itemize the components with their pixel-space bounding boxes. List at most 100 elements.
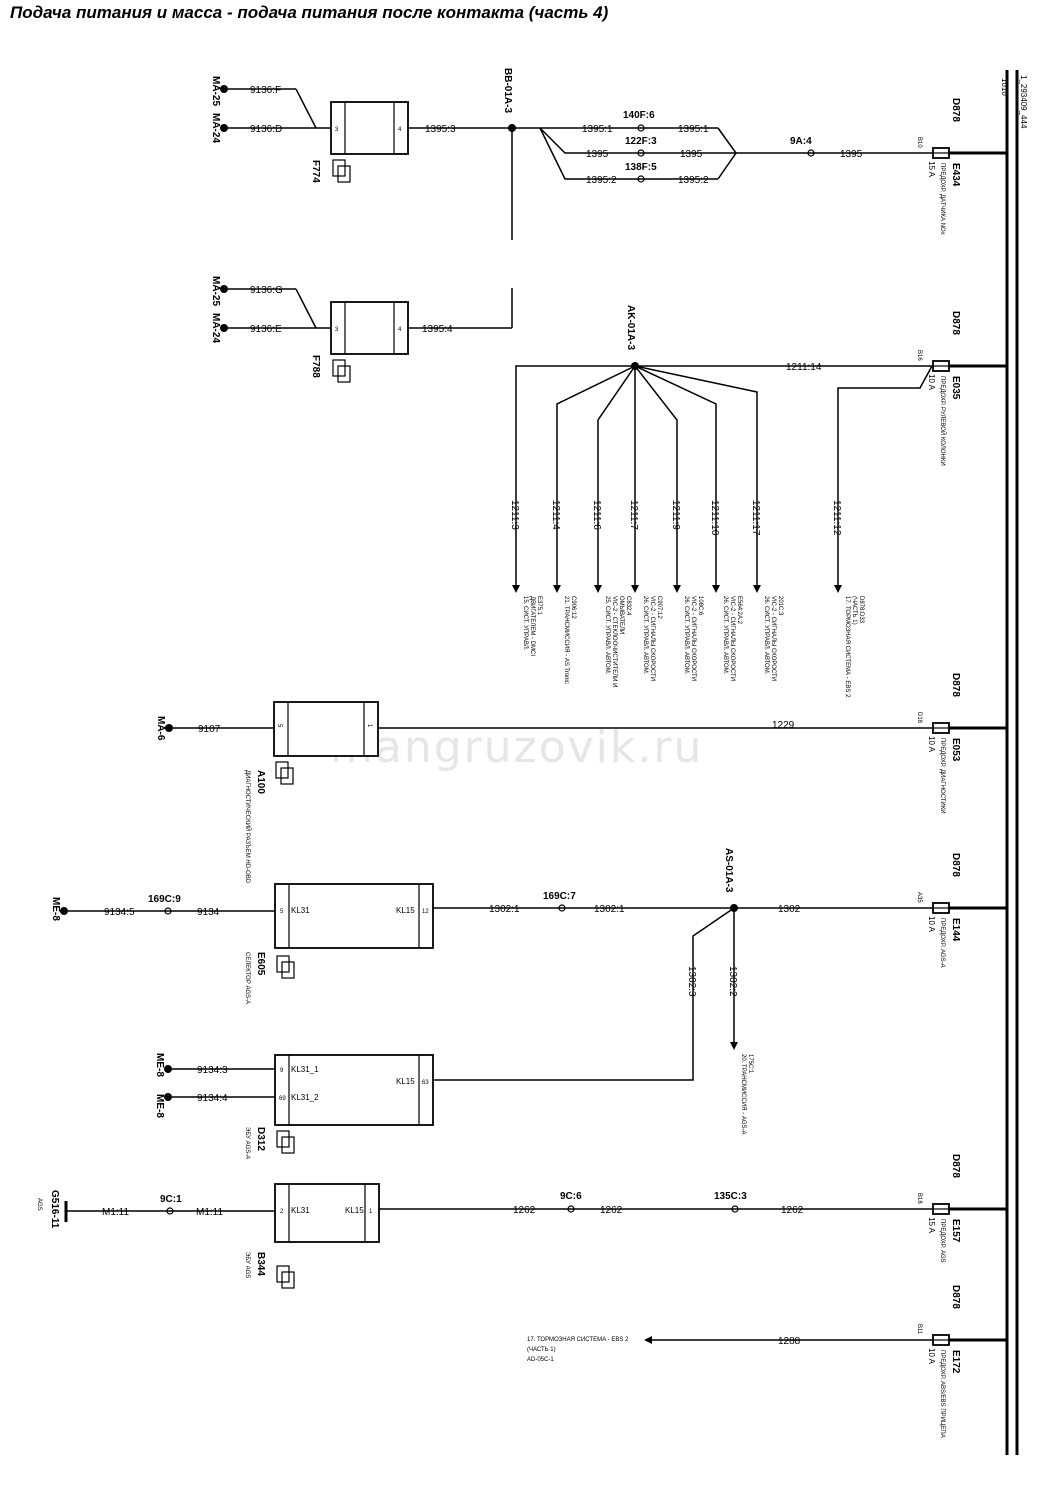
svg-text:21. ТРАНСМИССИЯ - AS Tronic: 21. ТРАНСМИССИЯ - AS Tronic [563, 596, 569, 684]
ref-1211-10: 26. СИСТ. УПРАВЛ. АВТОМ. VIC-2 - СИГНАЛЫ… [722, 596, 742, 681]
pin-label: 9 [280, 1068, 284, 1074]
wire-label: 1302:2 [727, 966, 738, 997]
fuse-desc: ПРЕДОХР. ДИАГНОСТИКИ [939, 738, 945, 814]
terminal-label: KL15 [396, 906, 415, 915]
svg-text:17. ТОРМОЗНАЯ СИСТЕМА - EBS 2: 17. ТОРМОЗНАЯ СИСТЕМА - EBS 2 [844, 596, 850, 698]
fuse-pin: B11 [916, 1324, 922, 1335]
unit-a100 [273, 701, 379, 757]
terminal-label: KL31_2 [291, 1093, 319, 1102]
connector-label: 9A:4 [790, 136, 812, 147]
wire-label: 1395 [840, 149, 863, 160]
section-f788: MA-25 MA-24 9136:G 9136:E 3 4 F788 1395:… [210, 276, 513, 383]
svg-text:VIC-2 - СИГНАЛЫ СКОРОСТИ: VIC-2 - СИГНАЛЫ СКОРОСТИ [649, 596, 655, 681]
wire-label: 1395:2 [678, 175, 709, 186]
pin-label: 4 [398, 127, 402, 133]
svg-text:(ЧАСТЬ 1): (ЧАСТЬ 1) [527, 1347, 556, 1353]
fuse-pin: D18 [916, 712, 922, 724]
svg-text:C832:4: C832:4 [625, 596, 631, 616]
fuse-amp: 10 A [927, 374, 936, 391]
terminal-label: KL31 [291, 1206, 310, 1215]
ground-label: MA-25 [210, 76, 221, 106]
ground-label: MA-24 [210, 113, 221, 143]
svg-text:175C:1: 175C:1 [747, 1054, 753, 1074]
wire-label: 1229 [772, 720, 795, 731]
fuse-panel: D878 [950, 1154, 961, 1178]
wire-label: 1395:1 [582, 124, 613, 135]
ground-sublabel: AGS [36, 1198, 42, 1211]
fuse-id: E053 [950, 738, 961, 762]
ground-label: ME-8 [154, 1053, 165, 1077]
wire-label: 1302:3 [686, 966, 697, 997]
unit-f774 [330, 101, 409, 155]
unit-b344 [274, 1183, 380, 1243]
connector-label: 9C:6 [560, 1191, 582, 1202]
wire-label: 1302 [778, 904, 801, 915]
doc-icon [332, 359, 346, 377]
wire-label: 1395:3 [425, 124, 456, 135]
unit-desc: ЭБУ AGS [244, 1252, 250, 1278]
wire-label: 1395 [586, 149, 609, 160]
unit-id: F774 [310, 160, 321, 183]
pin-label: 1 [366, 724, 372, 728]
ref-1211-4: 21. ТРАНСМИССИЯ - AS Tronic C906:12 [563, 596, 576, 684]
svg-text:E375:1: E375:1 [536, 596, 542, 616]
wire-label: 9136:D [250, 124, 282, 135]
splice-label: AK-01A-3 [625, 305, 636, 350]
splice-label: AS-01A-3 [723, 848, 734, 893]
ref-1211-17: 26. СИСТ. УПРАВЛ. АВТОМ. VIC-2 - СИГНАЛЫ… [763, 596, 783, 681]
doc-icon [275, 761, 289, 779]
svg-text:C907:12: C907:12 [656, 596, 662, 619]
svg-text:(ЧАСТЬ 1): (ЧАСТЬ 1) [851, 596, 857, 625]
wire-label: 9107 [198, 724, 221, 735]
unit-id: F788 [310, 355, 321, 378]
svg-text:VIC-2 - СТЕКЛООЧИСТИТЕЛИ И: VIC-2 - СТЕКЛООЧИСТИТЕЛИ И [611, 596, 617, 687]
section-ak: AK-01A-3 1211:14 1211:3 1211:4 1211:6 12… [509, 305, 933, 698]
pin-label: 5 [280, 909, 284, 915]
svg-text:ДВИГАТЕЛЕМ - DMCI: ДВИГАТЕЛЕМ - DMCI [529, 596, 535, 656]
ground-terminal [220, 85, 228, 93]
fuse-pin: B10 [916, 137, 922, 148]
connector-label: 9C:1 [160, 1194, 182, 1205]
wire-label: 1211:6 [591, 500, 602, 530]
ref-1211-6: 25. СИСТ. УПРАВЛ. АВТОМ. VIC-2 - СТЕКЛОО… [604, 596, 631, 687]
fuse-amp: 15 A [927, 161, 936, 178]
wire-label: 1395:1 [678, 124, 709, 135]
wire-label: 9134 [197, 907, 220, 918]
pin-label: 63 [422, 1080, 429, 1086]
wire-label: 1262 [600, 1205, 623, 1216]
wire-label: 1211:10 [709, 500, 720, 536]
side-code: 1_293409_444 [1019, 75, 1028, 129]
wire-label: 1211:12 [831, 500, 842, 536]
fuse-amp: 10 A [927, 1348, 936, 1365]
ref-1302-2: 20. ТРАНСМИССИЯ - AGS-A 175C:1 [740, 1054, 753, 1135]
pin-label: 3 [335, 127, 339, 133]
wire-label: 1262 [781, 1205, 804, 1216]
svg-text:201C:3: 201C:3 [777, 596, 783, 616]
ground-label: ME-8 [50, 897, 61, 921]
terminal-label: KL31 [291, 906, 310, 915]
section-f774: MA-25 MA-24 9136:F 9136:D 3 4 F774 1395:… [210, 68, 932, 240]
fuse-amp: 10 A [927, 736, 936, 753]
fuse-amp: 15 A [927, 1217, 936, 1234]
fuse-desc: ПРЕДОХР. AGS-A [939, 918, 945, 968]
ref-1211-3: 15. СИСТ. УПРАВЛ. ДВИГАТЕЛЕМ - DMCI E375… [522, 596, 542, 656]
unit-id: E605 [255, 952, 266, 976]
wire-label: 1395:2 [586, 175, 617, 186]
wire-label: 1211:3 [509, 500, 520, 530]
fuse-panel: D878 [950, 1285, 961, 1309]
fuse-pin: B16 [916, 350, 922, 361]
unit-desc: ДИАГНОСТИЧЕСКИЙ РАЗЪЕМ HD-OBD [244, 770, 252, 884]
ref-1211-9: 26. СИСТ. УПРАВЛ. АВТОМ. VIC-2 - СИГНАЛЫ… [683, 596, 703, 681]
pin-label: 69 [279, 1096, 286, 1102]
unit-desc: СЕЛЕКТОР AGS-A [244, 952, 250, 1004]
svg-text:26. СИСТ. УПРАВЛ. АВТОМ.: 26. СИСТ. УПРАВЛ. АВТОМ. [722, 596, 728, 675]
svg-text:D878:D33: D878:D33 [858, 596, 864, 624]
pin-label: 1 [369, 1209, 373, 1215]
wire-label: M1:11 [102, 1207, 129, 1218]
wire-label: 1211:17 [750, 500, 761, 536]
